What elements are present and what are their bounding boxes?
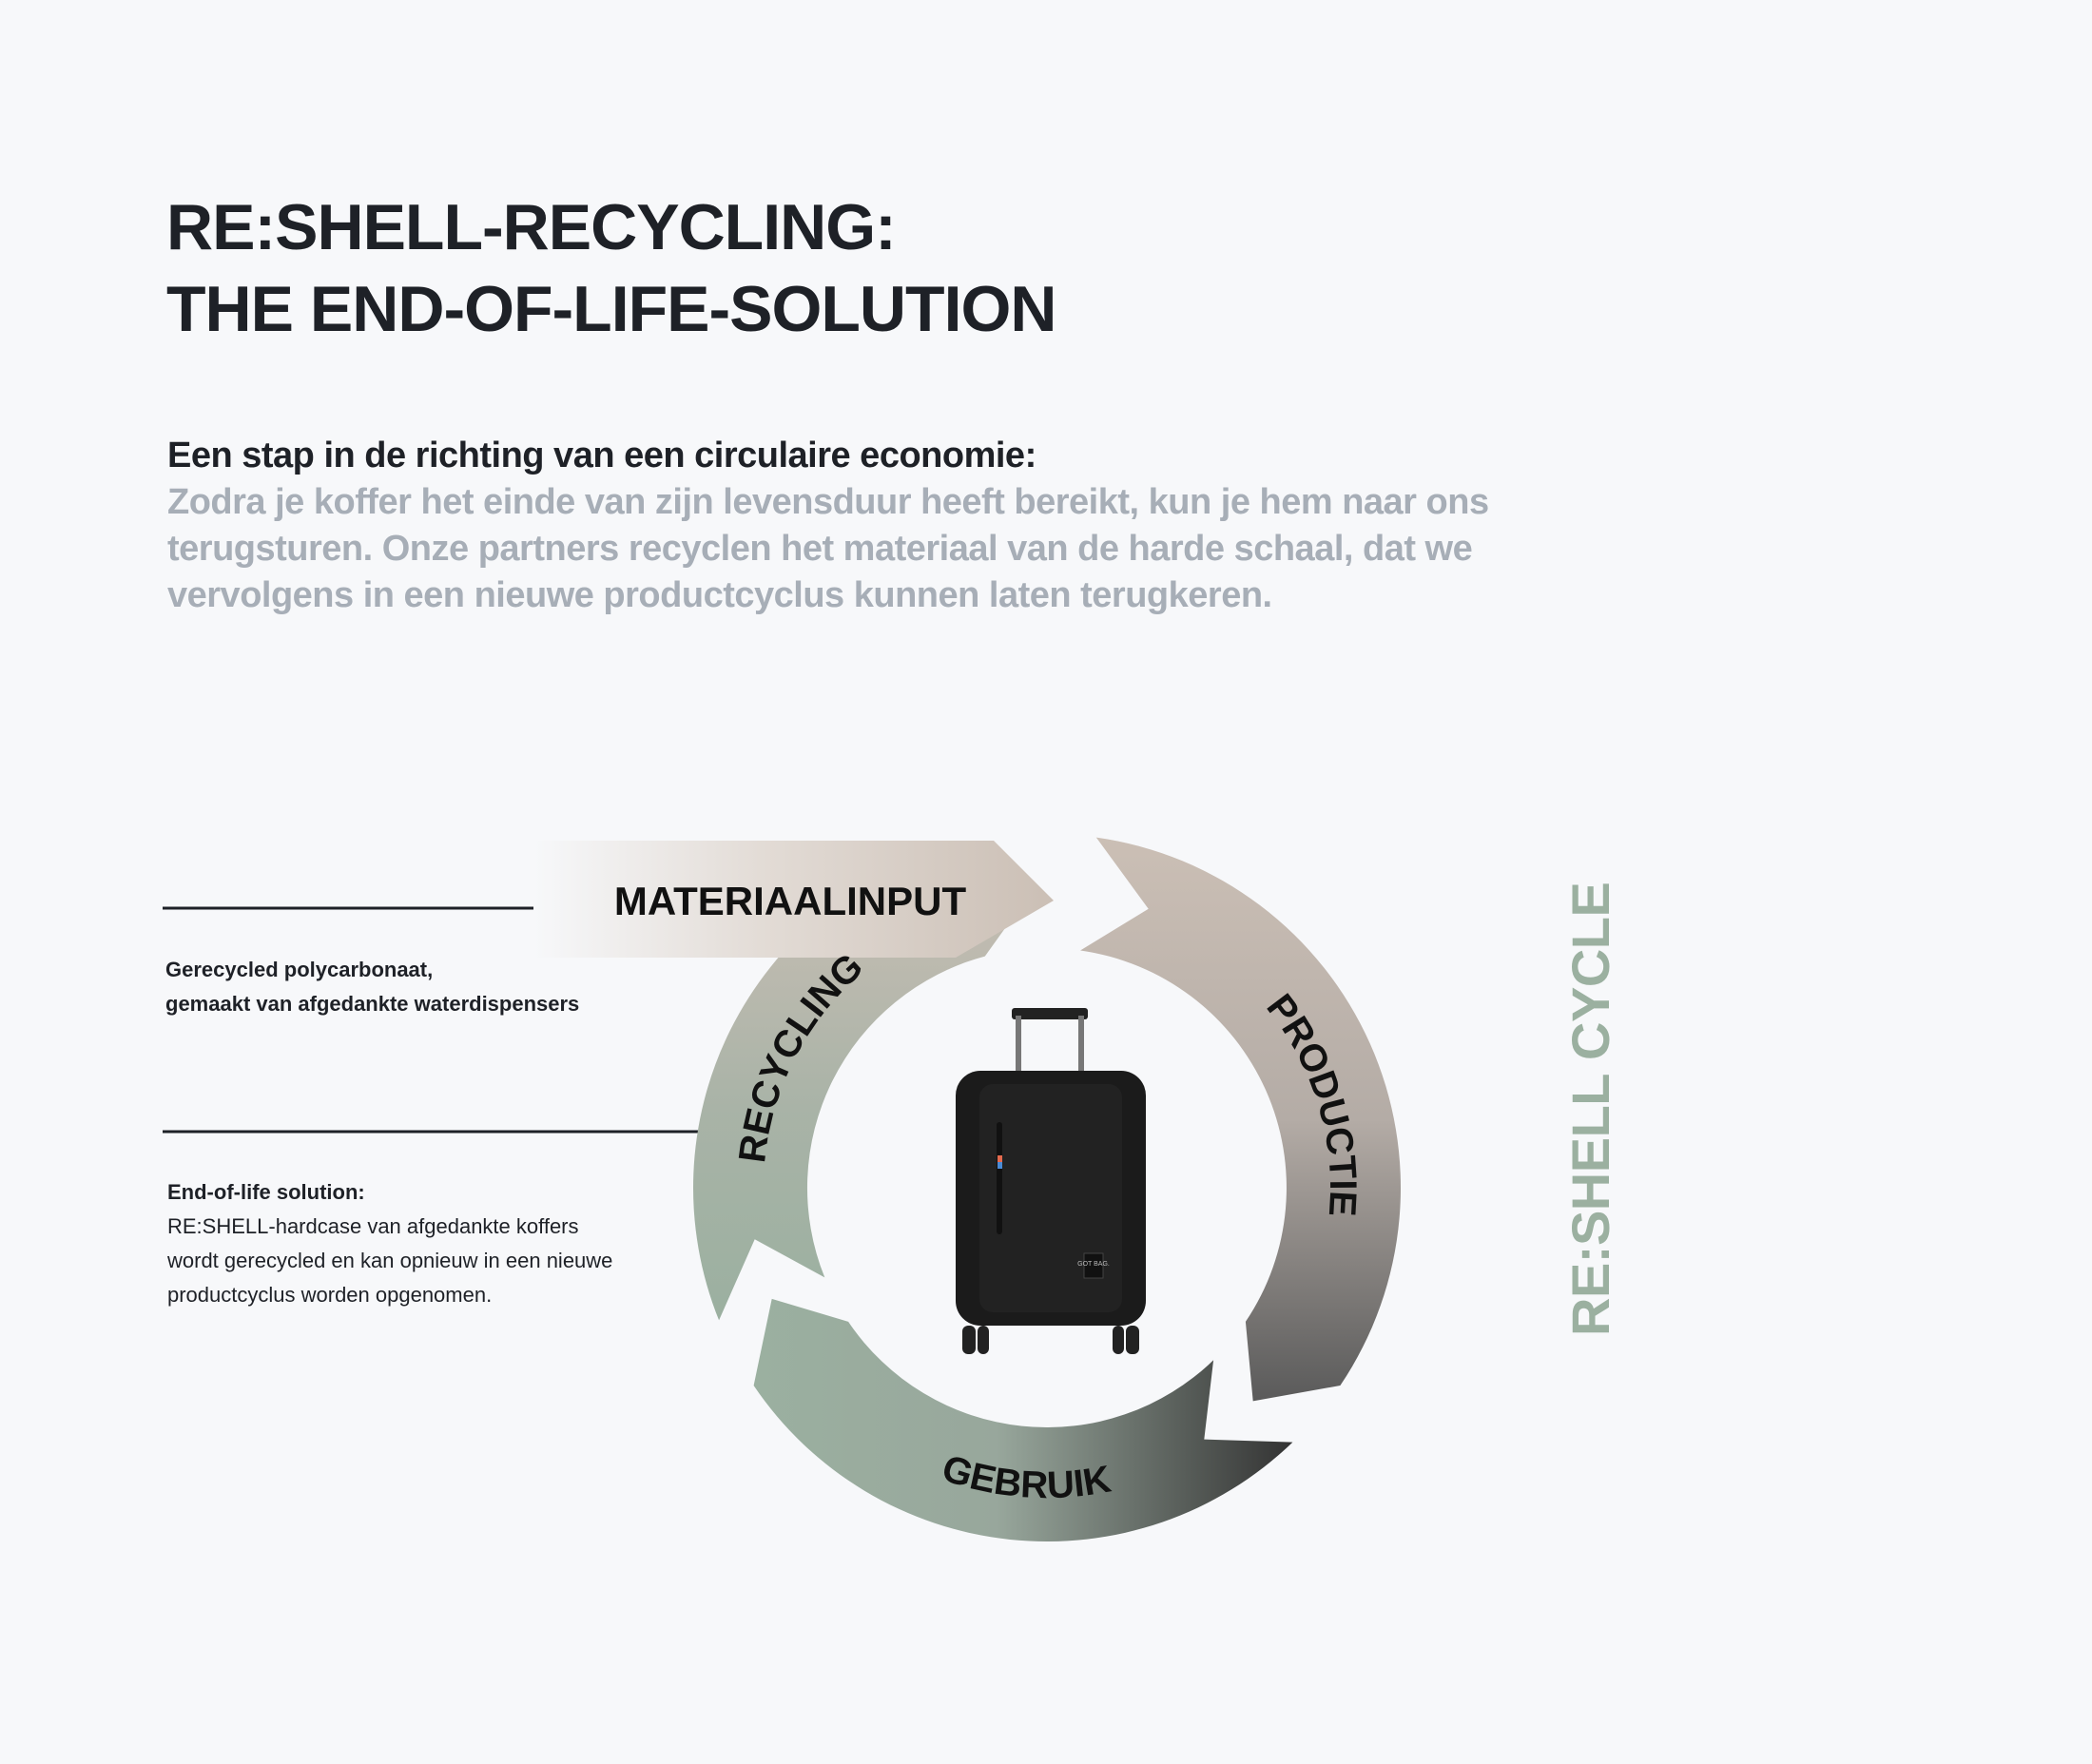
intro: Een stap in de richting van een circulai… xyxy=(167,433,1499,619)
material-note-line-1: Gerecycled polycarbonaat, xyxy=(165,958,434,981)
recycling-arrow xyxy=(693,845,1032,1321)
eol-heading: End-of-life solution: xyxy=(167,1180,365,1204)
title-line-1: RE:SHELL-RECYCLING: xyxy=(166,191,897,263)
intro-body: Zodra je koffer het einde van zijn leven… xyxy=(167,482,1489,615)
suitcase-image: GOT BAG. xyxy=(956,1008,1146,1354)
suitcase-logo: GOT BAG. xyxy=(1077,1261,1110,1268)
eol-note: End-of-life solution: RE:SHELL-hardcase … xyxy=(167,1175,624,1312)
materiaalinput-label: MATERIAALINPUT xyxy=(614,879,967,923)
material-note: Gerecycled polycarbonaat, gemaakt van af… xyxy=(165,953,579,1021)
material-note-line-2: gemaakt van afgedankte waterdispensers xyxy=(165,992,580,1016)
reshell-cycle-side-label: RE:SHELL CYCLE xyxy=(1560,882,1620,1336)
gebruik-arrow xyxy=(753,1298,1293,1541)
title-line-2: THE END-OF-LIFE-SOLUTION xyxy=(166,273,1056,345)
productie-arrow xyxy=(1080,837,1402,1402)
page-title: RE:SHELL-RECYCLING: THE END-OF-LIFE-SOLU… xyxy=(166,186,1056,350)
materiaalinput-arrow xyxy=(533,841,1054,958)
eol-body: RE:SHELL-hardcase van afgedankte koffers… xyxy=(167,1214,613,1307)
intro-heading: Een stap in de richting van een circulai… xyxy=(167,436,1036,475)
